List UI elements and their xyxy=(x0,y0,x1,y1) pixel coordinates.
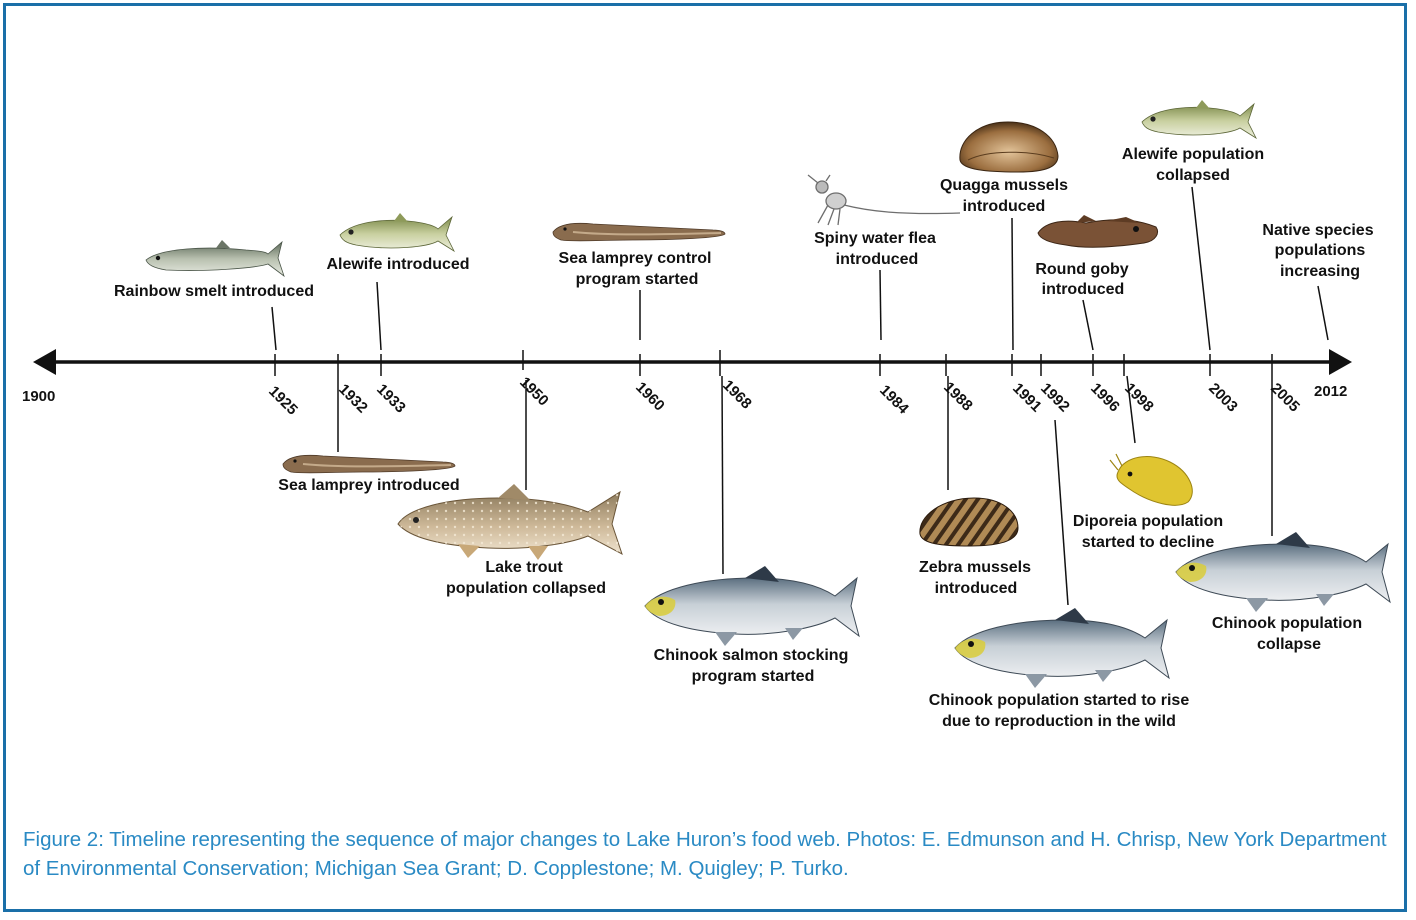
rainbow-smelt-icon xyxy=(146,240,284,276)
year-label-1960: 1960 xyxy=(632,379,668,415)
event-label-alewife-introduced: Alewife introduced xyxy=(326,256,469,273)
alewife-icon xyxy=(1142,100,1256,138)
year-label-1932: 1932 xyxy=(335,381,371,417)
year-label-1933: 1933 xyxy=(373,381,409,417)
event-label-lamprey-control-2: program started xyxy=(576,271,699,288)
event-label-lake-trout-2: population collapsed xyxy=(446,580,606,597)
year-label-1925: 1925 xyxy=(265,383,301,419)
figure-caption: Figure 2: Timeline representing the sequ… xyxy=(23,825,1393,883)
lake-trout-icon xyxy=(398,484,622,560)
event-label-alewife-collapsed-1: Alewife population xyxy=(1122,146,1264,163)
spiny-water-flea-icon xyxy=(808,175,960,225)
event-label-spiny-water-flea-1: Spiny water flea xyxy=(814,230,936,247)
event-label-alewife-collapsed-2: collapsed xyxy=(1156,167,1230,184)
axis-start-label: 1900 xyxy=(22,388,55,405)
sea-lamprey-icon xyxy=(283,455,455,473)
year-label-1988: 1988 xyxy=(940,379,976,415)
alewife-icon xyxy=(340,213,454,251)
event-label-quagga-mussels-2: introduced xyxy=(963,198,1046,215)
event-label-native-species-3: increasing xyxy=(1280,263,1360,280)
diporeia-icon xyxy=(1110,454,1192,505)
year-label-2003: 2003 xyxy=(1205,380,1241,416)
event-label-chinook-collapse-2: collapse xyxy=(1257,636,1321,653)
event-label-diporeia-1: Diporeia population xyxy=(1073,513,1223,530)
timeline-axis xyxy=(33,349,1352,375)
event-label-zebra-mussels-2: introduced xyxy=(935,580,1018,597)
event-label-sea-lamprey-introduced: Sea lamprey introduced xyxy=(278,477,459,494)
event-label-zebra-mussels-1: Zebra mussels xyxy=(919,559,1031,576)
chinook-salmon-icon xyxy=(645,566,859,646)
year-label-1950: 1950 xyxy=(516,374,552,410)
event-label-chinook-stocking-1: Chinook salmon stocking xyxy=(654,647,849,664)
event-label-lamprey-control-1: Sea lamprey control xyxy=(559,250,712,267)
axis-end-label: 2012 xyxy=(1314,383,1347,400)
sea-lamprey-icon xyxy=(553,223,725,241)
event-label-quagga-mussels-1: Quagga mussels xyxy=(940,177,1068,194)
round-goby-icon xyxy=(1038,215,1158,247)
event-label-diporeia-2: started to decline xyxy=(1082,534,1215,551)
event-label-chinook-rise-1: Chinook population started to rise xyxy=(929,692,1190,709)
event-label-lake-trout-1: Lake trout xyxy=(485,559,563,576)
event-label-chinook-rise-2: due to reproduction in the wild xyxy=(942,713,1176,730)
event-label-rainbow-smelt: Rainbow smelt introduced xyxy=(114,283,314,300)
event-label-round-goby-2: introduced xyxy=(1042,281,1125,298)
event-label-native-species-1: Native species xyxy=(1262,222,1373,239)
year-label-1991: 1991 xyxy=(1009,380,1045,416)
event-label-native-species-2: populations xyxy=(1275,242,1366,259)
zebra-mussel-icon xyxy=(920,498,1018,546)
event-label-chinook-collapse-1: Chinook population xyxy=(1212,615,1362,632)
event-label-round-goby-1: Round goby xyxy=(1035,261,1128,278)
year-label-1984: 1984 xyxy=(876,382,912,418)
chinook-salmon-icon xyxy=(955,608,1169,688)
year-label-1992: 1992 xyxy=(1037,380,1073,416)
year-tick-1968: 1968 xyxy=(719,350,755,412)
year-label-1968: 1968 xyxy=(719,377,755,413)
year-label-1996: 1996 xyxy=(1087,380,1123,416)
quagga-mussel-icon xyxy=(960,122,1058,172)
year-label-1998: 1998 xyxy=(1121,380,1157,416)
event-label-spiny-water-flea-2: introduced xyxy=(836,251,919,268)
event-label-chinook-stocking-2: program started xyxy=(692,668,815,685)
year-tick-1950: 1950 xyxy=(516,350,552,409)
